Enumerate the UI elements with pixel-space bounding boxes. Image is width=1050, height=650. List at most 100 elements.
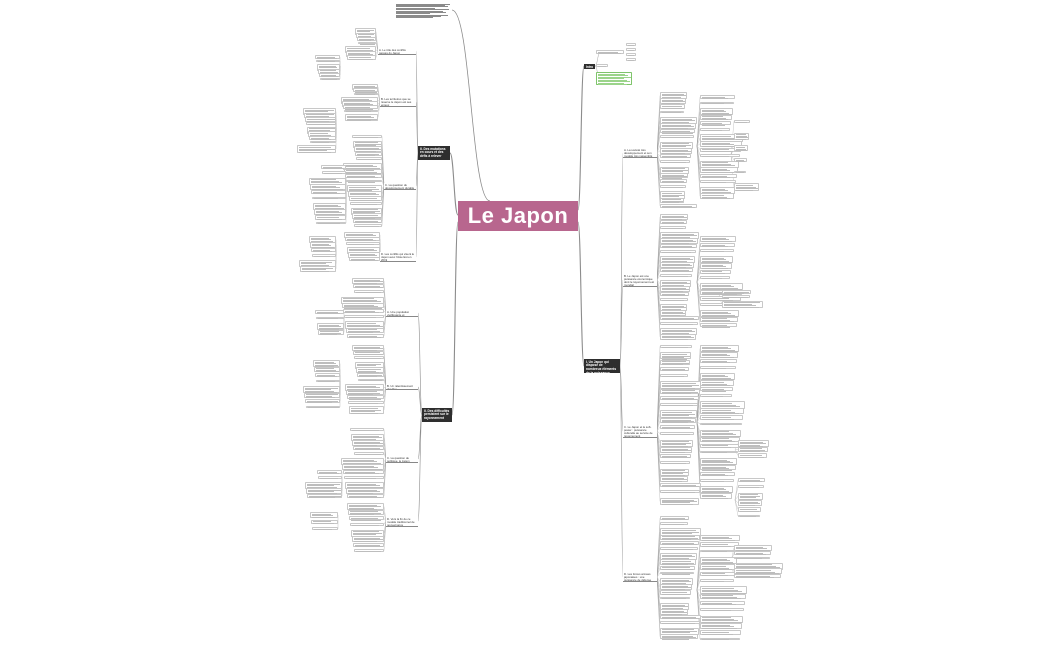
- detail-node[interactable]: [700, 464, 736, 471]
- detail-node[interactable]: [315, 373, 340, 378]
- detail-node[interactable]: [626, 43, 636, 46]
- detail-node[interactable]: [353, 284, 384, 289]
- detail-node[interactable]: [660, 214, 688, 220]
- detail-node[interactable]: [312, 527, 338, 531]
- detail-node[interactable]: [352, 278, 384, 284]
- detail-node[interactable]: [307, 494, 342, 499]
- detail-node[interactable]: [700, 637, 740, 641]
- detail-node[interactable]: [348, 400, 384, 404]
- detail-node[interactable]: [349, 196, 382, 201]
- detail-node[interactable]: [315, 215, 346, 220]
- detail-node[interactable]: [315, 55, 340, 60]
- detail-node[interactable]: [660, 322, 698, 325]
- detail-node[interactable]: [700, 485, 733, 494]
- detail-node[interactable]: [660, 226, 686, 229]
- detail-node[interactable]: [722, 290, 751, 295]
- detail-node[interactable]: [660, 316, 699, 321]
- detail-node[interactable]: [734, 574, 781, 579]
- detail-node[interactable]: [310, 242, 336, 248]
- detail-node[interactable]: [700, 283, 743, 291]
- detail-node[interactable]: [353, 350, 384, 355]
- detail-node[interactable]: [700, 623, 742, 629]
- detail-node[interactable]: [660, 359, 690, 366]
- detail-node[interactable]: [660, 160, 690, 163]
- detail-node[interactable]: [700, 101, 734, 105]
- detail-node[interactable]: [344, 315, 384, 318]
- detail-node[interactable]: [660, 178, 687, 184]
- detail-node[interactable]: [297, 145, 336, 153]
- detail-node[interactable]: [345, 113, 378, 121]
- detail-node[interactable]: [700, 593, 746, 600]
- subtopic-economie[interactable]: B. Le Japon est une puissance économique…: [623, 274, 657, 287]
- detail-node[interactable]: [700, 180, 736, 183]
- detail-node[interactable]: [311, 519, 338, 524]
- detail-node[interactable]: [700, 608, 744, 612]
- detail-node[interactable]: [660, 286, 690, 292]
- detail-node[interactable]: [700, 359, 737, 364]
- detail-node[interactable]: [660, 366, 689, 371]
- detail-node[interactable]: [316, 379, 340, 383]
- detail-node[interactable]: [660, 522, 688, 525]
- detail-node[interactable]: [660, 584, 692, 590]
- detail-node[interactable]: [347, 395, 384, 400]
- subtopic-politique[interactable]: C. La question de politique, le Japon: [386, 456, 418, 463]
- detail-node[interactable]: [300, 266, 336, 272]
- detail-node[interactable]: [700, 630, 741, 635]
- detail-node[interactable]: [342, 302, 384, 309]
- detail-node[interactable]: [700, 586, 747, 594]
- detail-node[interactable]: [738, 485, 764, 489]
- subtopic-societe[interactable]: A. La société très développement et son …: [623, 148, 657, 158]
- detail-node[interactable]: [352, 536, 384, 542]
- detail-node[interactable]: [700, 408, 744, 415]
- detail-node[interactable]: [660, 334, 696, 340]
- detail-node[interactable]: [700, 242, 735, 247]
- detail-node[interactable]: [660, 596, 690, 600]
- detail-node[interactable]: [660, 395, 699, 401]
- detail-node[interactable]: [660, 268, 693, 273]
- detail-node[interactable]: [660, 244, 697, 249]
- detail-node[interactable]: [700, 492, 732, 499]
- detail-node[interactable]: [356, 367, 384, 374]
- detail-node[interactable]: [347, 494, 384, 499]
- detail-node[interactable]: [700, 114, 732, 121]
- detail-node[interactable]: [357, 37, 376, 42]
- detail-node[interactable]: [660, 483, 701, 488]
- detail-node[interactable]: [738, 492, 763, 500]
- main-topic-intro[interactable]: Intro: [584, 64, 595, 69]
- detail-node[interactable]: [660, 633, 698, 640]
- detail-node[interactable]: [318, 329, 344, 336]
- detail-node[interactable]: [354, 224, 382, 228]
- detail-node[interactable]: [734, 556, 770, 560]
- detail-node[interactable]: [352, 345, 384, 351]
- detail-node[interactable]: [660, 490, 700, 494]
- detail-node[interactable]: [700, 564, 736, 571]
- detail-node[interactable]: [660, 516, 689, 521]
- detail-node[interactable]: [738, 514, 760, 518]
- detail-node[interactable]: [314, 209, 346, 215]
- detail-node[interactable]: [660, 123, 696, 129]
- detail-node[interactable]: [311, 190, 346, 195]
- detail-node[interactable]: [305, 117, 336, 122]
- detail-node[interactable]: [354, 290, 384, 294]
- detail-node[interactable]: [660, 129, 695, 134]
- detail-node[interactable]: [734, 170, 746, 174]
- detail-node[interactable]: [700, 542, 739, 547]
- detail-node[interactable]: [660, 147, 692, 154]
- detail-node[interactable]: [700, 601, 745, 606]
- detail-node[interactable]: [660, 571, 694, 575]
- detail-node[interactable]: [660, 461, 690, 465]
- detail-node[interactable]: [660, 615, 701, 620]
- detail-node[interactable]: [700, 236, 736, 242]
- detail-node[interactable]: [700, 167, 738, 173]
- detail-node[interactable]: [660, 154, 691, 159]
- detail-node[interactable]: [700, 615, 743, 623]
- detail-node[interactable]: [344, 476, 384, 479]
- detail-node[interactable]: [317, 470, 342, 475]
- detail-node[interactable]: [352, 213, 382, 219]
- detail-node[interactable]: [319, 73, 340, 78]
- detail-node[interactable]: [722, 295, 750, 299]
- detail-node[interactable]: [700, 121, 731, 126]
- detail-node[interactable]: [354, 452, 384, 455]
- detail-node[interactable]: [700, 380, 734, 386]
- detail-node[interactable]: [596, 72, 632, 86]
